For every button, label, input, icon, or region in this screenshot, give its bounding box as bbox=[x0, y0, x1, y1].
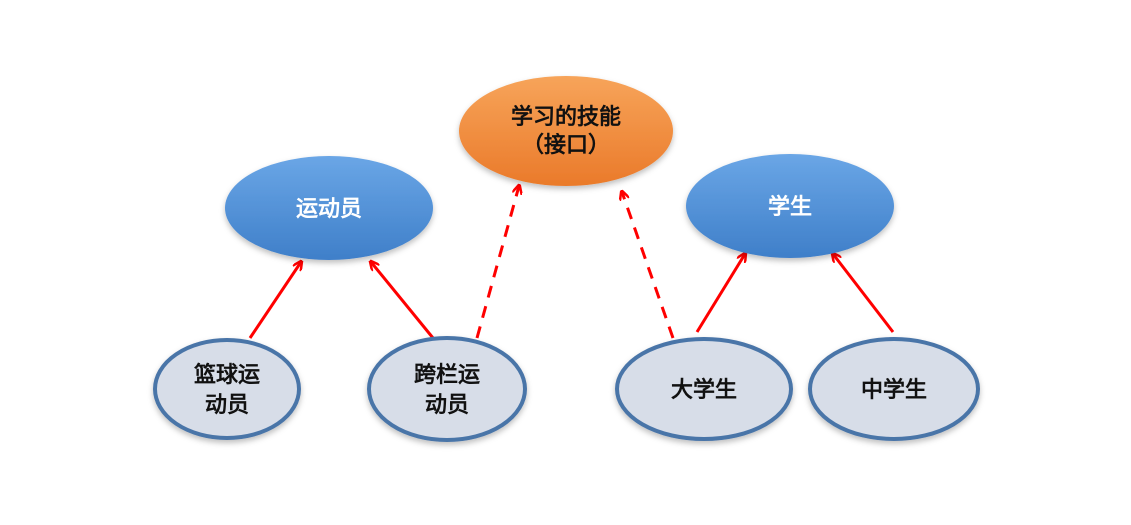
basketball-label-line1: 篮球运 bbox=[193, 362, 260, 388]
node-middle-school-student: 中学生 bbox=[808, 337, 980, 441]
hurdler-label-line1: 跨栏运 bbox=[414, 362, 480, 388]
college-label: 大学生 bbox=[671, 377, 737, 403]
interface-label-line2: （接口） bbox=[522, 133, 610, 158]
edges bbox=[248, 186, 895, 339]
node-interface: 学习的技能 （接口） bbox=[459, 76, 673, 186]
hurdler-label-line2: 动员 bbox=[425, 393, 469, 418]
middle-school-label: 中学生 bbox=[861, 377, 927, 403]
node-athlete: 运动员 bbox=[225, 156, 433, 260]
edge-basketball-to-athlete bbox=[248, 262, 301, 339]
basketball-label-line2: 动员 bbox=[205, 393, 249, 418]
node-student: 学生 bbox=[686, 154, 894, 258]
edge-college-to-interface bbox=[622, 192, 675, 339]
student-label: 学生 bbox=[768, 194, 812, 220]
athlete-label: 运动员 bbox=[296, 197, 362, 222]
edge-hurdler-to-athlete bbox=[371, 262, 435, 339]
edge-college-to-student bbox=[695, 254, 745, 333]
edge-middle-to-student bbox=[833, 254, 895, 333]
node-hurdler: 跨栏运 动员 bbox=[367, 336, 527, 442]
interface-label-line1: 学习的技能 bbox=[511, 104, 621, 130]
edge-hurdler-to-interface bbox=[475, 186, 519, 339]
node-college-student: 大学生 bbox=[615, 337, 793, 441]
node-basketball-player: 篮球运 动员 bbox=[153, 338, 301, 440]
